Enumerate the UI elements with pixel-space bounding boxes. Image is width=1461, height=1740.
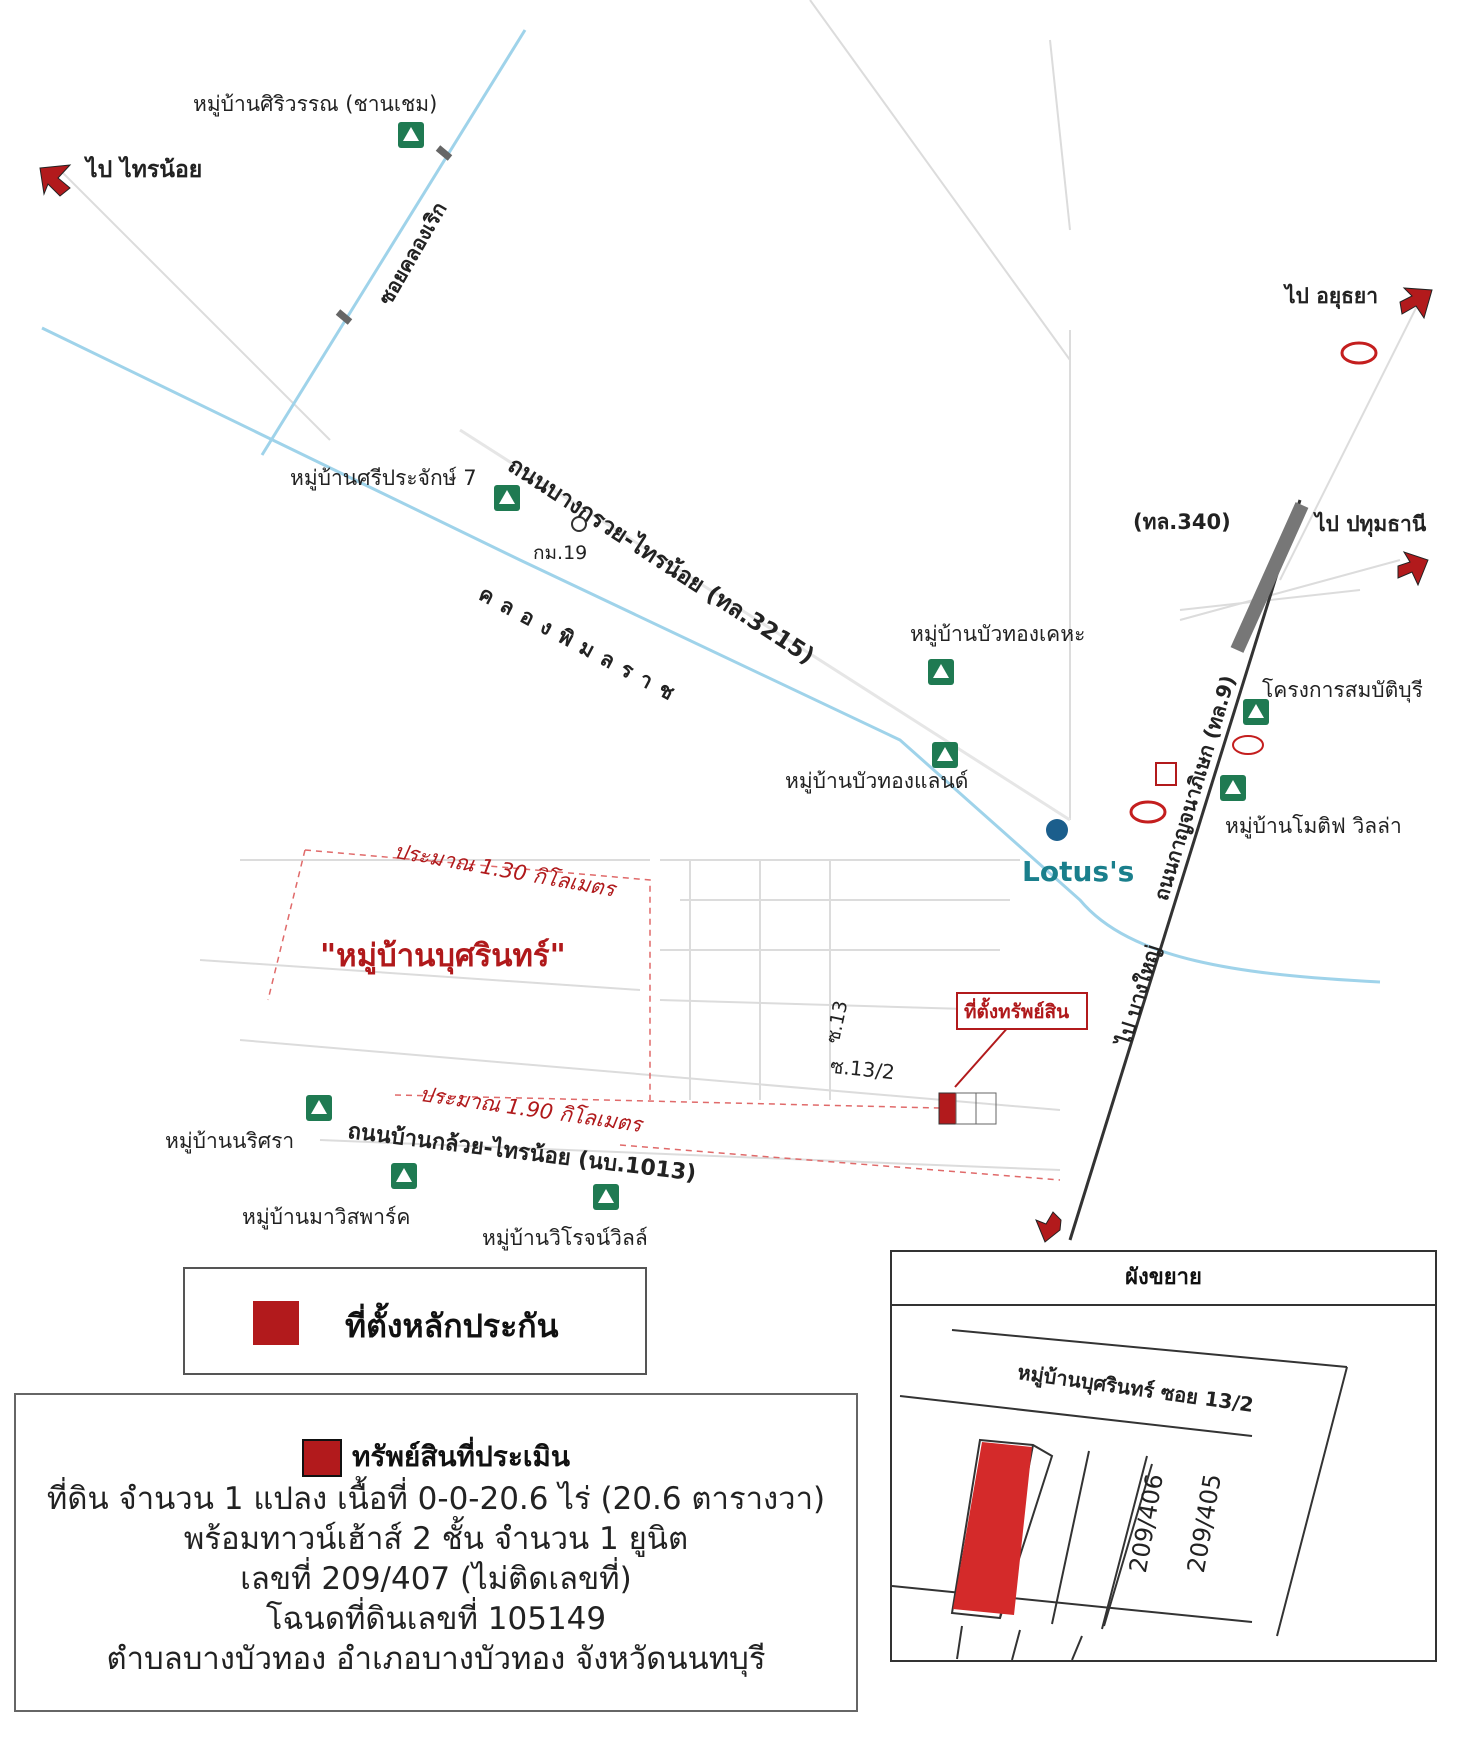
asset-title-row: ทรัพย์สินที่ประเมิน [16,1435,856,1479]
village-icon [1243,699,1269,725]
label-route340: (ทล.340) [1133,510,1231,534]
label-village-buathong-kheha: หมู่บ้านบัวทองเคหะ [910,622,1086,646]
red-arrow-icon [1397,551,1429,587]
inset-drawing [892,1329,1348,1660]
asset-description-box: ทรัพย์สินที่ประเมิน ที่ดิน จำนวน 1 แปลง … [14,1393,858,1712]
esso-icon [1129,341,1378,824]
village-icon [494,485,520,511]
red-arrow-icon [1035,1211,1062,1243]
asset-swatch [301,1439,342,1477]
village-icon [1220,775,1246,801]
inset-property-plot [953,1442,1032,1615]
village-icon [306,1095,332,1121]
inset-plan: ผังขยาย หมู่บ้านบุศรินทร์ ซอย 13/2 209/4… [890,1250,1437,1662]
legend-box: ที่ตั้งหลักประกัน [183,1267,647,1375]
label-village-narisra: หมู่บ้านนริศรา [165,1129,295,1153]
asset-line-3: เลขที่ 209/407 (ไม่ติดเลขที่) [240,1561,632,1597]
property-location-label: ที่ตั้งทรัพย์สิน [964,1001,1070,1023]
label-project-sombatburi: โครงการสมบัติบุรี [1262,678,1423,702]
km-marker-icon [571,516,587,532]
inset-title: ผังขยาย [892,1252,1435,1306]
lotus-logo-icon [1046,819,1068,841]
label-village-siriwan: หมู่บ้านศิริวรรณ (ชานเชม) [193,92,438,116]
label-village-sriprajak: หมู่บ้านศรีประจักษ์ 7 [290,466,477,490]
label-village-buathong-land: หมู่บ้านบัวทองแลนด์ [785,769,969,793]
label-village-motif: หมู่บ้านโมติฟ วิลล่า [1225,814,1402,838]
red-arrow-icon [39,164,72,197]
label-to-sainoi: ไป ไทรน้อย [86,157,203,183]
label-village-virojvilla: หมู่บ้านวิโรจน์วิลล์ [482,1226,648,1250]
village-icon [391,1163,417,1189]
label-village-mavistpark: หมู่บ้านมาวิสพาร์ค [242,1205,411,1229]
label-soi13-2: ซ.13/2 [828,1053,896,1085]
village-icon [593,1184,619,1210]
asset-line-5: ตำบลบางบัวทอง อำเภอบางบัวทอง จังหวัดนนทบ… [106,1641,766,1677]
asset-line-1: ที่ดิน จำนวน 1 แปลง เนื้อที่ 0-0-20.6 ไร… [46,1481,826,1517]
village-icon [928,659,954,685]
village-icon [932,742,958,768]
asset-line-2: พร้อมทาวน์เฮ้าส์ 2 ชั้น จำนวน 1 ยูนิต [183,1521,689,1557]
temple-icon [1155,762,1177,786]
legend-label: ที่ตั้งหลักประกัน [345,1307,559,1345]
legend-swatch [253,1301,299,1345]
asset-title: ทรัพย์สินที่ประเมิน [351,1440,571,1473]
asset-line-4: โฉนดที่ดินเลขที่ 105149 [265,1601,607,1637]
label-to-pathumthani: ไป ปทุมธานี [1315,512,1427,536]
label-lotus: Lotus's [1022,855,1135,888]
label-km19: กม.19 [533,542,588,564]
label-to-ayutthaya: ไป อยุธยา [1285,284,1379,308]
red-arrow-icon [1399,287,1433,320]
village-icon [398,122,424,148]
toyota-icon [1232,735,1264,755]
label-village-busarin: "หมู่บ้านบุศรินทร์" [320,938,566,974]
